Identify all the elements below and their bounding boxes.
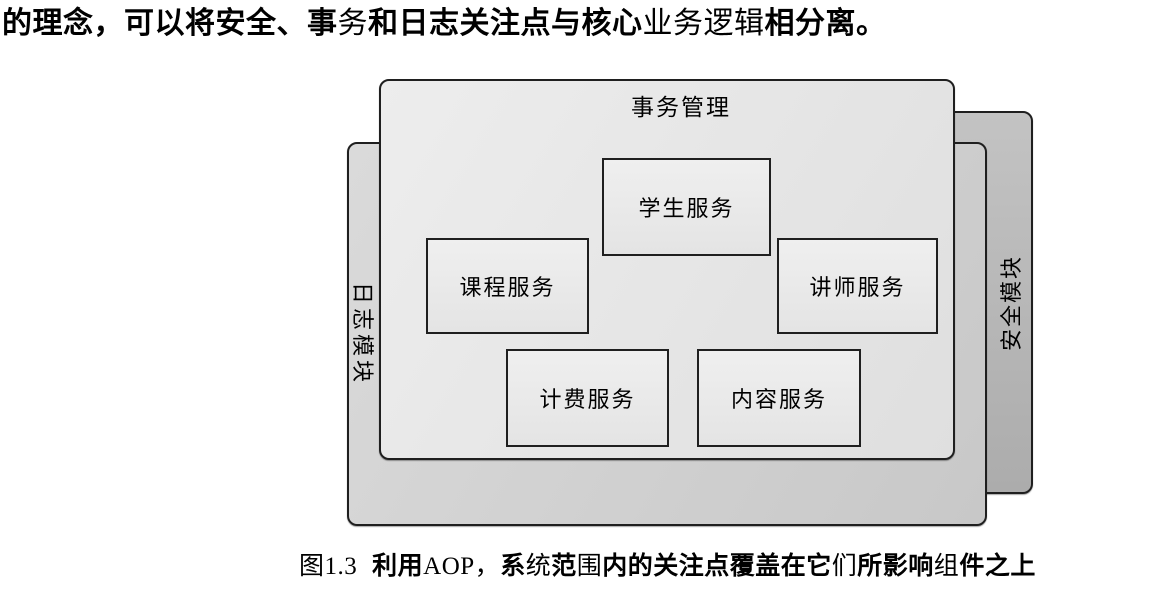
service-label: 计费服务 <box>539 387 636 412</box>
service-label: 课程服务 <box>459 275 556 300</box>
heading-segment: 和日志关注点与核心 <box>368 7 643 40</box>
figure-caption: 图1.3 利用AOP，系统范围内的关注点覆盖在它们所影响组件之上 <box>299 547 1036 586</box>
aspect-label-transaction: 事务管理 <box>631 95 731 120</box>
caption-segment: 组 <box>933 553 960 580</box>
caption-segment: AOP， <box>423 553 501 580</box>
service-label: 讲师服务 <box>809 275 906 300</box>
caption-segment: 系 <box>500 552 526 580</box>
service-label: 学生服务 <box>638 196 735 221</box>
service-box-content: 内容服务 <box>697 349 861 447</box>
service-box-billing: 计费服务 <box>506 349 669 447</box>
caption-segment: 围 <box>576 553 603 580</box>
service-label: 内容服务 <box>730 387 827 412</box>
heading-segment: 相分离。 <box>764 7 887 40</box>
caption-segment: 图1.3 <box>299 553 358 580</box>
heading-segment: 的理念，可以将安全、事 <box>2 7 338 40</box>
caption-segment: 利用 <box>357 552 424 580</box>
service-box-instructor: 讲师服务 <box>777 238 938 334</box>
caption-segment: 内的关注点覆盖在它 <box>602 552 832 580</box>
heading-segment: 业务逻辑 <box>642 7 765 40</box>
service-box-course: 课程服务 <box>426 238 589 334</box>
intro-paragraph: 的理念，可以将安全、事务和日志关注点与核心业务逻辑相分离。 <box>2 3 887 45</box>
service-box-student: 学生服务 <box>602 158 771 256</box>
heading-segment: 务 <box>337 7 368 40</box>
caption-segment: 件之上 <box>959 552 1036 580</box>
caption-segment: 们 <box>831 553 858 580</box>
caption-segment: 范 <box>551 552 577 580</box>
caption-segment: 统 <box>525 553 552 580</box>
caption-segment: 所影响 <box>857 552 934 580</box>
